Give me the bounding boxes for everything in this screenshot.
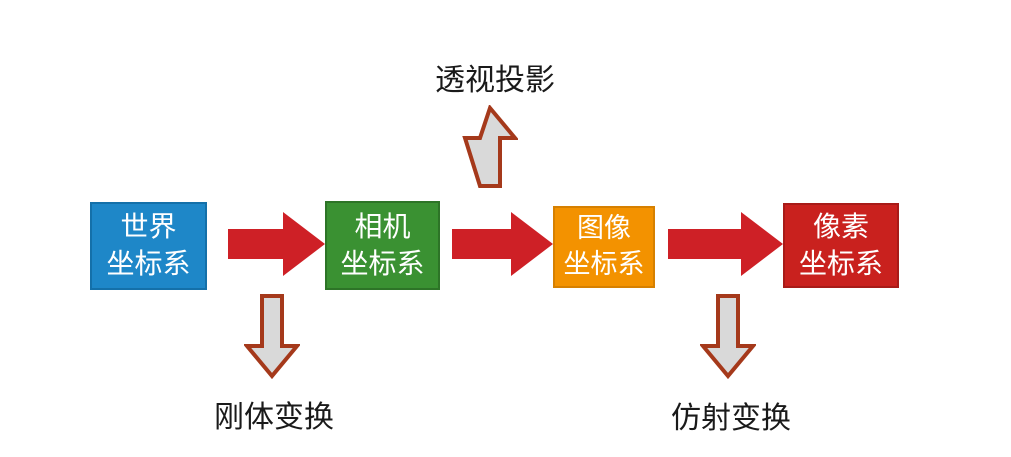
node-label-line: 相机 [354,210,411,242]
arrow-right-icon [452,212,553,276]
node-label-line: 坐标系 [340,247,425,279]
label-rigid-body-transform: 刚体变换 [214,401,334,434]
node-camera-coordinate-system: 相机 坐标系 [325,201,440,290]
label-perspective-projection: 透视投影 [435,64,555,97]
node-world-coordinate-system: 世界 坐标系 [90,202,207,290]
arrow-down-icon [700,294,756,379]
arrow-right-icon [668,212,783,276]
label-affine-transform: 仿射变换 [671,402,791,435]
arrow-right-icon [228,212,325,276]
node-pixel-coordinate-system: 像素 坐标系 [783,203,899,288]
node-label-line: 坐标系 [106,248,191,279]
arrow-up-icon [462,105,518,188]
node-label-line: 坐标系 [798,247,883,279]
node-label-line: 坐标系 [563,249,645,279]
node-label-line: 像素 [812,210,869,242]
node-label-line: 图像 [577,213,631,244]
node-image-coordinate-system: 图像 坐标系 [553,206,655,288]
node-label-line: 世界 [120,211,177,243]
arrow-down-icon [244,294,300,379]
